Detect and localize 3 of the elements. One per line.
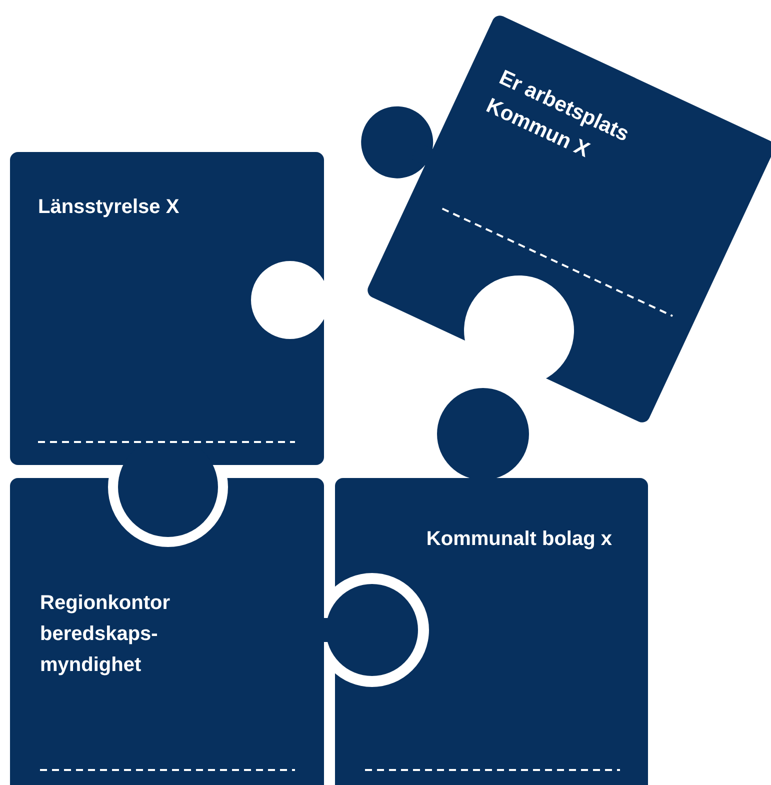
piece-label: Kommunalt bolag x (425, 527, 612, 552)
piece-label: Länsstyrelse X (38, 195, 180, 220)
piece-label: Regionkontor beredskaps- myndighet (40, 591, 171, 678)
